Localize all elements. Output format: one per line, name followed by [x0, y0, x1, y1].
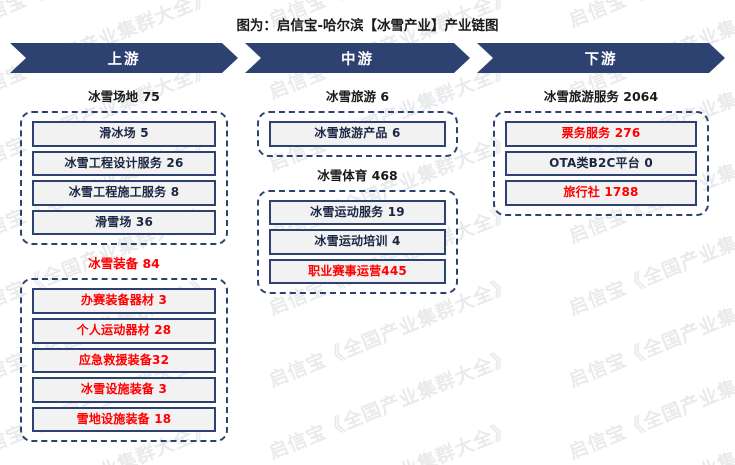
- chain-group: 冰雪体育 468 冰雪运动服务 19 冰雪运动培训 4 职业赛事运营445: [243, 161, 472, 295]
- chain-node[interactable]: 滑雪场 36: [32, 209, 216, 236]
- stage-banner-upstream: 上游: [10, 43, 238, 73]
- chain-group-box: 办赛装备器材 3 个人运动器材 28 应急救援装备32 冰雪设施装备 3 雪地设施装备 …: [20, 278, 228, 443]
- page-title: 图为：启信宝-哈尔滨【冰雪产业】产业链图: [236, 18, 499, 34]
- watermark-text: 启信宝《全国产业集群大全》: [564, 414, 735, 465]
- chain-group: 冰雪旅游 6 冰雪旅游产品 6: [243, 82, 472, 157]
- chain-group-box: 冰雪旅游产品 6: [257, 111, 458, 157]
- chain-node[interactable]: 职业赛事运营445: [269, 258, 446, 285]
- chain-node[interactable]: 冰雪设施装备 3: [32, 377, 216, 403]
- chain-node[interactable]: 个人运动器材 28: [32, 317, 216, 344]
- chain-node[interactable]: 应急救援装备32: [32, 347, 216, 374]
- chain-group-box: 滑冰场 5 冰雪工程设计服务 26 冰雪工程施工服务 8 滑雪场 36: [20, 111, 228, 246]
- chain-node[interactable]: 旅行社 1788: [505, 180, 697, 206]
- chain-group-title: 冰雪旅游 6: [325, 89, 390, 104]
- chain-group: 冰雪装备 84 办赛装备器材 3 个人运动器材 28 应急救援装备32 冰雪设施装备 3…: [8, 249, 240, 443]
- chain-group: 冰雪场地 75 滑冰场 5 冰雪工程设计服务 26 冰雪工程施工服务 8 滑雪场 36: [8, 82, 240, 246]
- chain-node[interactable]: 冰雪旅游产品 6: [269, 121, 446, 147]
- watermark-text: 启信宝《全国产业集群大全》: [565, 345, 735, 464]
- stage-banner-downstream: 下游: [477, 43, 725, 73]
- chain-column-midstream: 冰雪旅游 6 冰雪旅游产品 6 冰雪体育 468 冰雪运动服务 19 冰雪运动培训 4 职…: [243, 82, 472, 298]
- stage-banner-midstream: 中游: [245, 43, 470, 73]
- chain-node[interactable]: 票务服务 276: [505, 121, 697, 147]
- chain-node[interactable]: 冰雪工程施工服务 8: [32, 180, 216, 206]
- watermark-text: 启信宝《全国产业集群大全》: [265, 345, 516, 464]
- watermark-text: 启信宝《全国产业集群大全》: [264, 414, 515, 465]
- chain-node[interactable]: 滑冰场 5: [32, 121, 216, 147]
- chain-node[interactable]: 冰雪运动服务 19: [269, 199, 446, 226]
- chain-group-box: 冰雪运动服务 19 冰雪运动培训 4 职业赛事运营445: [257, 189, 458, 295]
- stage-banner-row: 上游 中游 下游: [0, 43, 735, 73]
- watermark-text: 启信宝《全国产业集群大全》: [565, 273, 735, 392]
- chain-group-title: 冰雪旅游服务 2064: [543, 89, 659, 104]
- chain-node[interactable]: 雪地设施装备 18: [32, 406, 216, 433]
- chain-node[interactable]: 办赛装备器材 3: [32, 288, 216, 314]
- chain-group-title: 冰雪装备 84: [88, 256, 160, 272]
- chain-group-title: 冰雪场地 75: [88, 89, 160, 104]
- chain-node[interactable]: 冰雪工程设计服务 26: [32, 150, 216, 177]
- chain-node[interactable]: 冰雪运动培训 4: [269, 229, 446, 255]
- chain-node[interactable]: OTA类B2C平台 0: [505, 150, 697, 177]
- chain-group-title: 冰雪体育 468: [317, 167, 398, 183]
